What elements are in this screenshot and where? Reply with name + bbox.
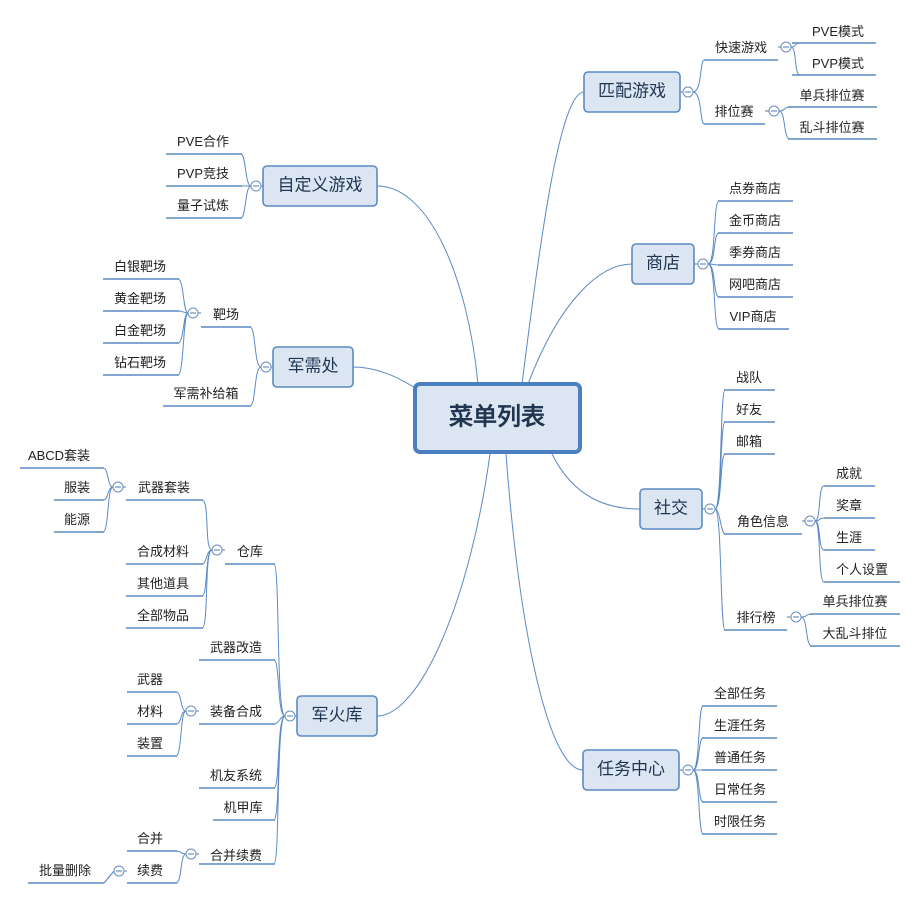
topic-supply: 军需处 靶场 白银靶场 黄金靶场 白金靶场 钻石靶场 军需补给箱 (103, 259, 354, 407)
leaf-mailbox[interactable]: 邮箱 (736, 434, 762, 449)
collapse-toggle-icon[interactable] (790, 611, 802, 623)
topic-shop: 商店 点券商店 金币商店 季券商店 网吧商店 VIP商店 (631, 181, 793, 330)
leaf-gold-shop[interactable]: 金币商店 (729, 213, 781, 228)
leaf-team[interactable]: 战队 (736, 370, 762, 385)
collapse-toggle-icon[interactable] (185, 705, 197, 717)
leaf-normal-tasks[interactable]: 普通任务 (714, 750, 766, 765)
topic-supply-label: 军需处 (288, 356, 339, 375)
leaf-platinum-range[interactable]: 白金靶场 (114, 323, 166, 338)
leaf-pvp-mode[interactable]: PVP模式 (812, 56, 864, 71)
leaf-all-tasks[interactable]: 全部任务 (714, 686, 766, 701)
topic-custom: 自定义游戏 PVE合作 PVP竞技 量子试炼 (166, 134, 378, 219)
leaf-netcafe-shop[interactable]: 网吧商店 (729, 277, 781, 292)
leaf-solo-rank[interactable]: 单兵排位赛 (799, 88, 864, 103)
topic-social: 社交 战队 好友 邮箱 角色信息 成就 奖章 生涯 个人设置 排行榜 (639, 370, 900, 647)
leaf-personal-settings[interactable]: 个人设置 (836, 562, 888, 577)
leaf-coupon-shop[interactable]: 点券商店 (729, 181, 781, 196)
merge-renew-label[interactable]: 续费 (137, 863, 163, 878)
match-rank-label[interactable]: 排位赛 (714, 104, 753, 119)
leaf-all-items[interactable]: 全部物品 (137, 608, 189, 623)
social-role-label[interactable]: 角色信息 (737, 514, 789, 529)
collapse-toggle-icon[interactable] (112, 481, 124, 493)
collapse-toggle-icon[interactable] (260, 361, 272, 373)
leaf-merge[interactable]: 合并 (137, 831, 163, 846)
armory-merge-label[interactable]: 合并续费 (210, 848, 262, 863)
armory-synth-label[interactable]: 装备合成 (210, 704, 262, 719)
leaf-daily-tasks[interactable]: 日常任务 (714, 782, 766, 797)
root-node[interactable]: 菜单列表 (413, 382, 582, 454)
leaf-diamond-range[interactable]: 钻石靶场 (114, 355, 166, 370)
collapse-toggle-icon[interactable] (704, 503, 716, 515)
collapse-toggle-icon[interactable] (211, 544, 223, 556)
leaf-synth-weapon[interactable]: 武器 (137, 672, 163, 687)
branch-tasks (505, 453, 584, 771)
branch-social (551, 453, 641, 510)
supply-range-label[interactable]: 靶场 (213, 307, 239, 322)
branch-custom (376, 185, 479, 385)
leaf-pve-coop[interactable]: PVE合作 (177, 134, 229, 149)
leaf-abcd-suit[interactable]: ABCD套装 (28, 448, 90, 463)
topic-armory: 军火库 仓库 武器套装 ABCD套装 服装 能源 合成材料 其他道具 全 (20, 448, 378, 884)
branch-shop (527, 263, 633, 385)
leaf-timed-tasks[interactable]: 时限任务 (714, 814, 766, 829)
collapse-toggle-icon[interactable] (185, 848, 197, 860)
collapse-toggle-icon[interactable] (768, 105, 780, 117)
leaf-synth-device[interactable]: 装置 (137, 736, 163, 751)
topic-social-label: 社交 (654, 498, 688, 517)
leaf-career[interactable]: 生涯 (836, 530, 862, 545)
leaf-gold-range[interactable]: 黄金靶场 (114, 291, 166, 306)
topic-tasks-label: 任务中心 (597, 759, 665, 778)
leaf-synth-materials[interactable]: 合成材料 (137, 544, 189, 559)
collapse-toggle-icon[interactable] (780, 41, 792, 53)
branch-supply (352, 366, 416, 389)
leaf-weapon-mod[interactable]: 武器改造 (210, 640, 262, 655)
leaf-pve-mode[interactable]: PVE模式 (812, 24, 864, 39)
branch-match (521, 91, 585, 385)
leaf-pvp-competitive[interactable]: PVP竞技 (177, 166, 229, 181)
collapse-toggle-icon[interactable] (697, 258, 709, 270)
collapse-toggle-icon[interactable] (113, 865, 125, 877)
leaf-quantum-trial[interactable]: 量子试炼 (177, 198, 229, 213)
collapse-toggle-icon[interactable] (682, 764, 694, 776)
social-leaderboard-label[interactable]: 排行榜 (736, 610, 775, 625)
leaf-lb-solo-rank[interactable]: 单兵排位赛 (822, 594, 887, 609)
topic-armory-label: 军火库 (312, 705, 363, 724)
topic-match-label: 匹配游戏 (598, 81, 666, 100)
leaf-career-tasks[interactable]: 生涯任务 (714, 718, 766, 733)
warehouse-suits-label[interactable]: 武器套装 (138, 480, 190, 495)
match-quick-label[interactable]: 快速游戏 (715, 40, 767, 55)
leaf-mecha-library[interactable]: 机甲库 (223, 800, 262, 815)
leaf-vip-shop[interactable]: VIP商店 (730, 309, 777, 324)
leaf-energy[interactable]: 能源 (64, 512, 90, 527)
leaf-medal[interactable]: 奖章 (836, 498, 862, 513)
leaf-silver-range[interactable]: 白银靶场 (114, 259, 166, 274)
main-branches (352, 91, 641, 771)
collapse-toggle-icon[interactable] (804, 515, 816, 527)
leaf-achievement[interactable]: 成就 (836, 466, 862, 481)
topic-match: 匹配游戏 快速游戏 PVE模式 PVP模式 排位赛 单兵排位赛 乱斗排位赛 (583, 24, 877, 140)
leaf-batch-delete[interactable]: 批量删除 (39, 863, 91, 878)
leaf-clothing[interactable]: 服装 (64, 480, 90, 495)
leaf-brawl-rank[interactable]: 乱斗排位赛 (799, 120, 864, 135)
leaf-supply-box[interactable]: 军需补给箱 (173, 386, 238, 401)
collapse-toggle-icon[interactable] (682, 86, 694, 98)
leaf-lb-brawl-rank[interactable]: 大乱斗排位 (822, 626, 887, 641)
leaf-friends[interactable]: 好友 (736, 402, 762, 417)
collapse-toggle-icon[interactable] (187, 307, 199, 319)
root-label: 菜单列表 (448, 403, 546, 430)
branch-armory (376, 453, 491, 717)
leaf-other-props[interactable]: 其他道具 (137, 576, 189, 591)
topic-tasks: 任务中心 全部任务 生涯任务 普通任务 日常任务 时限任务 (582, 686, 777, 835)
armory-warehouse-label[interactable]: 仓库 (237, 544, 263, 559)
collapse-toggle-icon[interactable] (284, 710, 296, 722)
leaf-season-shop[interactable]: 季券商店 (729, 245, 781, 260)
leaf-synth-material[interactable]: 材料 (137, 704, 163, 719)
leaf-buddy-system[interactable]: 机友系统 (210, 768, 262, 783)
topic-custom-label: 自定义游戏 (278, 175, 363, 194)
collapse-toggle-icon[interactable] (250, 180, 262, 192)
topic-shop-label: 商店 (646, 253, 680, 272)
